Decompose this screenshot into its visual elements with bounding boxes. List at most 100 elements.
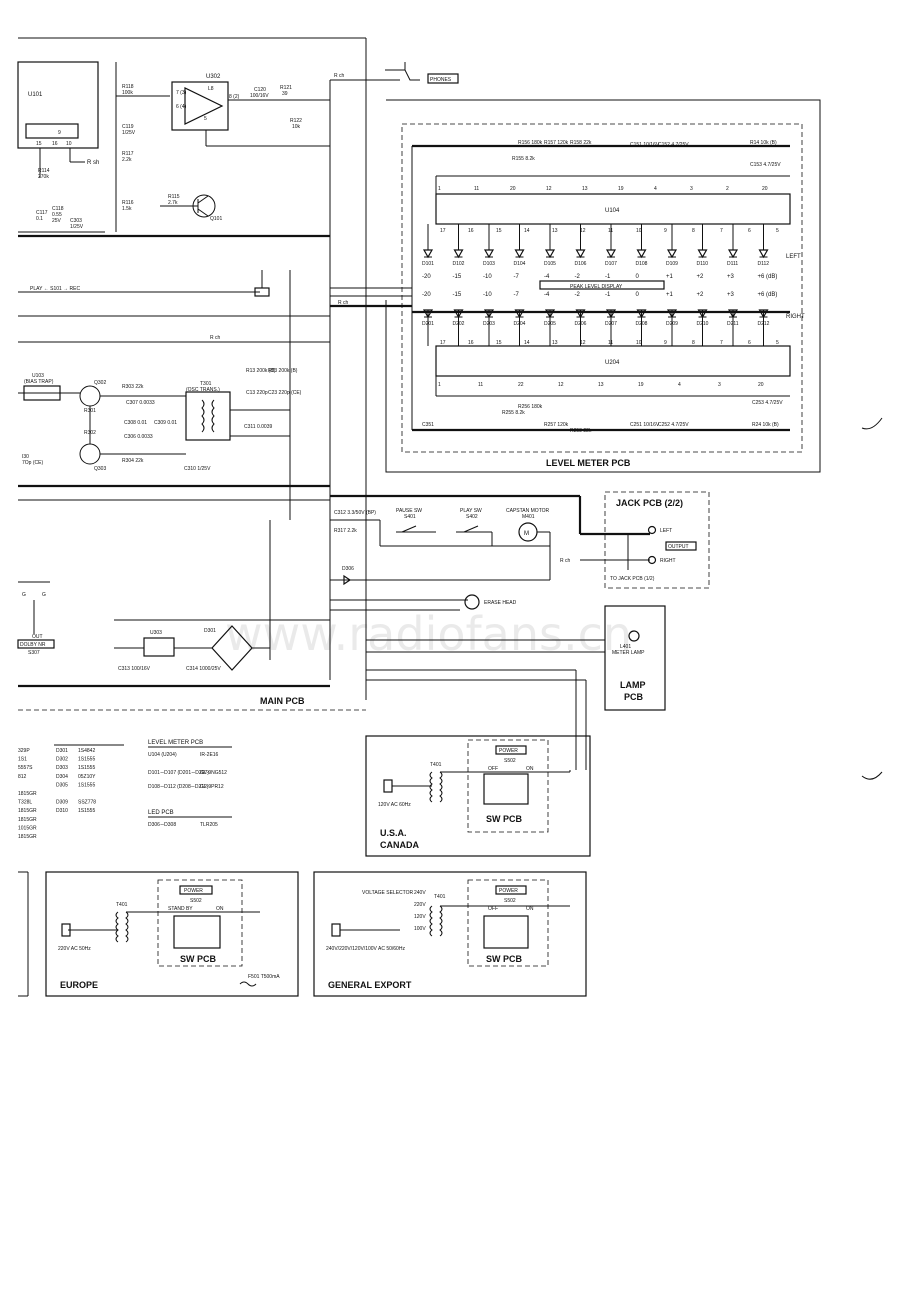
svg-text:25V: 25V: [52, 218, 62, 224]
scale-value: -1: [605, 274, 611, 280]
led-d112: [758, 249, 769, 259]
scale-value: +2: [697, 274, 705, 280]
svg-text:7 (3): 7 (3): [176, 90, 187, 96]
led-label: D212: [758, 321, 770, 327]
svg-text:Q302: Q302: [94, 380, 106, 386]
svg-text:D306: D306: [342, 566, 354, 572]
led-label: D103: [483, 261, 495, 267]
svg-text:OUT: OUT: [32, 634, 43, 640]
parts-list-part: 812: [18, 774, 27, 780]
svg-text:GENERAL EXPORT: GENERAL EXPORT: [328, 980, 412, 990]
parts-list-type: 1S4842: [78, 748, 95, 754]
led-label: D204: [514, 321, 526, 327]
led-d101: [422, 249, 434, 259]
led-label: D210: [697, 321, 709, 327]
svg-text:M401: M401: [522, 514, 535, 520]
pin-number: 15: [496, 228, 502, 234]
svg-text:SW PCB: SW PCB: [486, 814, 523, 824]
led-d207: [605, 309, 617, 319]
phones-label: PHONES: [430, 77, 452, 83]
led-d203: [483, 309, 495, 319]
svg-text:100V: 100V: [414, 926, 426, 932]
motor-section: C312 3.3/50V (BP) R317 2.2k PAUSE SW S40…: [330, 494, 582, 611]
svg-text:100/16V: 100/16V: [250, 93, 269, 99]
led-label: D208: [636, 321, 648, 327]
left-channel-label: LEFT: [786, 254, 801, 260]
svg-text:R121: R121: [280, 85, 292, 91]
svg-text:(BIAS TRAP): (BIAS TRAP): [24, 379, 54, 385]
parts-list-diode: D301: [56, 748, 68, 754]
svg-text:R122: R122: [290, 118, 302, 124]
svg-text:C118: C118: [52, 206, 64, 212]
svg-text:C307 0.0033: C307 0.0033: [126, 400, 155, 406]
parts-list-part: T328L: [18, 800, 32, 806]
scale-value: -10: [483, 274, 492, 280]
svg-text:2.7k: 2.7k: [168, 200, 178, 206]
svg-text:I30: I30: [22, 454, 29, 460]
scale-value: -15: [453, 274, 462, 280]
svg-text:R155 8.2k: R155 8.2k: [512, 156, 535, 162]
pin-number: 1: [438, 382, 441, 388]
svg-text:L8: L8: [208, 86, 214, 92]
svg-text:0.55: 0.55: [52, 212, 62, 218]
pin-number: 6: [748, 340, 751, 346]
svg-text:C13 220p: C13 220p: [246, 390, 268, 396]
svg-text:220V: 220V: [414, 902, 426, 908]
scale-value: 0: [636, 292, 640, 298]
pin-number: 19: [618, 186, 624, 192]
pin-number: 12: [580, 228, 586, 234]
pin-number: 22: [518, 382, 524, 388]
pin-number: 14: [524, 228, 530, 234]
svg-text:R118: R118: [122, 84, 134, 90]
pin-number: 12: [546, 186, 552, 192]
scale-value: -4: [544, 292, 550, 298]
pin-number: 13: [552, 340, 558, 346]
parts-list-type: 1S1555: [78, 757, 95, 763]
margin-mark: [861, 417, 883, 430]
led-label: D203: [483, 321, 495, 327]
led-label: D111: [727, 261, 738, 267]
pin-number: 10: [636, 228, 642, 234]
svg-text:S502: S502: [504, 758, 516, 764]
pin-number: 13: [582, 186, 588, 192]
svg-text:ERASE HEAD: ERASE HEAD: [484, 600, 517, 606]
pin-number: 7: [720, 340, 723, 346]
parts-list-part: 1S1: [18, 757, 27, 763]
svg-text:C312 3.3/50V (BP): C312 3.3/50V (BP): [334, 510, 376, 516]
svg-text:C117: C117: [36, 210, 48, 216]
svg-text:VOLTAGE SELECTOR: VOLTAGE SELECTOR: [362, 890, 414, 896]
scale-value: +6 (dB): [758, 274, 778, 280]
lamp-pcb: L401 METER LAMP LAMP PCB: [366, 605, 666, 711]
svg-text:RIGHT: RIGHT: [660, 558, 676, 564]
svg-text:R303 22k: R303 22k: [122, 384, 144, 390]
parts-list-part: 1815GR: [18, 817, 37, 823]
svg-text:C310 1/25V: C310 1/25V: [184, 466, 211, 472]
main-pcb-title: MAIN PCB: [260, 696, 305, 706]
pin-number: 7: [720, 228, 723, 234]
svg-text:220V AC 50Hz: 220V AC 50Hz: [58, 946, 91, 952]
svg-text:1/25V: 1/25V: [70, 224, 84, 230]
scale-value: -4: [544, 274, 550, 280]
svg-text:U103: U103: [32, 373, 44, 379]
svg-text:15: 15: [36, 141, 42, 147]
svg-text:F501 T500mA: F501 T500mA: [248, 974, 280, 980]
scale-value: -7: [514, 274, 520, 280]
pin-number: 3: [690, 186, 693, 192]
svg-text:R317 2.2k: R317 2.2k: [334, 528, 357, 534]
svg-text:120V: 120V: [414, 914, 426, 920]
pin-number: 4: [678, 382, 681, 388]
led-d211: [727, 309, 739, 319]
svg-text:100k: 100k: [122, 90, 133, 96]
svg-text:D301: D301: [204, 628, 216, 634]
parts-list-type: SSZ778: [78, 800, 96, 806]
svg-text:R24 10k (B): R24 10k (B): [752, 422, 779, 428]
svg-text:R ch: R ch: [210, 335, 221, 341]
led-label: D205: [544, 321, 556, 327]
u302-triangle: [184, 87, 224, 125]
led-label: D101: [422, 261, 434, 267]
u104-chip: [435, 193, 791, 225]
led-label: D209: [666, 321, 678, 327]
svg-text:STAND BY: STAND BY: [168, 906, 193, 912]
